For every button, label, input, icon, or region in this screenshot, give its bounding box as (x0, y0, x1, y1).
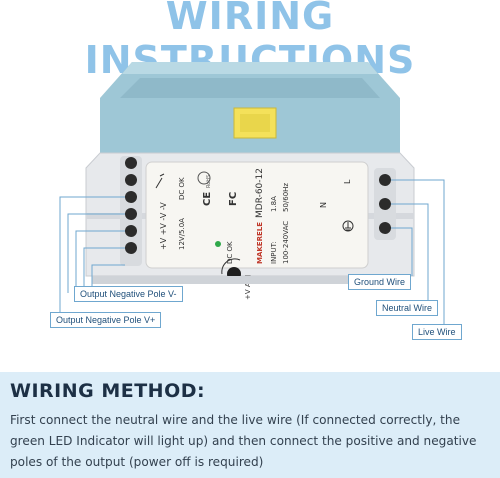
ground-wire-label: Ground Wire (348, 274, 412, 290)
model-number: MDR-60-12 (255, 168, 265, 218)
housing-vent-band (120, 78, 380, 98)
right-terminals (379, 174, 391, 234)
wiring-method-title: WIRING METHOD: (10, 380, 206, 402)
product-illustration: +V +V -V -V 12V/5.0A DC OK CE FC RoHS DC… (0, 38, 500, 370)
header-banner: WIRING INSTRUCTIONS (0, 0, 500, 82)
right-leader-lines (391, 179, 445, 326)
din-rail-clip (92, 276, 408, 284)
rohs-leaf-icon (197, 171, 211, 185)
housing-top-highlight (122, 62, 378, 74)
fc-mark: FC (228, 192, 239, 206)
wiring-method-text: First connect the neutral wire and the l… (10, 413, 477, 469)
output-rating: 12V/5.0A (178, 218, 186, 250)
terminal-screw (125, 242, 137, 254)
neutral-terminal-letter: N (319, 202, 328, 208)
live-wire-label: Live Wire (412, 324, 462, 340)
terminal-screw (125, 191, 137, 203)
warranty-sticker-inner (240, 114, 270, 132)
left-terminals (125, 157, 137, 254)
dc-ok-text: DC OK (178, 177, 186, 200)
front-label-panel (145, 161, 369, 269)
output-negative-pole-plus-label: Output Negative Pole V+ (50, 312, 162, 328)
output-negative-pole-minus-label: Output Negative Pole V- (74, 286, 183, 302)
power-supply-drawing: +V +V -V -V 12V/5.0A DC OK CE FC RoHS DC… (59, 62, 445, 326)
input-current: 1.8A (270, 196, 278, 212)
input-label: INPUT: (270, 241, 278, 264)
terminal-screw (125, 157, 137, 169)
input-voltage: 100-240VAC (282, 221, 290, 264)
terminal-screw (379, 198, 391, 210)
terminal-screw (379, 222, 391, 234)
input-frequency: 50/60Hz (282, 183, 290, 212)
left-leader-lines (59, 196, 125, 314)
wiring-method-panel: WIRING METHOD: First connect the neutral… (0, 372, 500, 478)
terminal-screw (379, 174, 391, 186)
live-terminal-letter: L (343, 179, 352, 184)
terminal-screw (125, 174, 137, 186)
terminal-polarity-label: +V +V -V -V (159, 202, 168, 250)
terminal-screw (125, 225, 137, 237)
ce-mark: CE (202, 192, 213, 206)
dc-ok-led (215, 241, 221, 247)
dc-ok-led-label: DC OK (226, 241, 234, 264)
neutral-wire-label: Neutral Wire (376, 300, 439, 316)
dc-ok-symbol-icon (155, 173, 165, 189)
brand-name: MAKERELE (256, 222, 264, 264)
adjust-label: +V ADJ (244, 275, 252, 300)
terminal-screw (125, 208, 137, 220)
adjust-arrow-icon (221, 258, 241, 275)
ground-symbol-icon (342, 220, 354, 232)
